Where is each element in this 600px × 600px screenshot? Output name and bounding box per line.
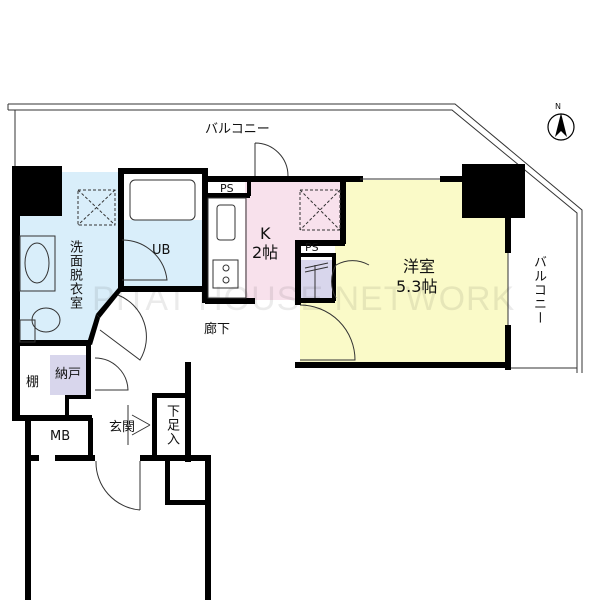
sink — [19, 235, 56, 292]
ps-closet-floor — [300, 260, 332, 298]
compass-icon — [547, 113, 575, 141]
shoe-closet-label: 下足入 — [163, 404, 179, 446]
kitchen-size-label: 2帖 — [252, 243, 279, 262]
corridor-label: 廊下 — [204, 322, 231, 337]
toilet — [19, 319, 36, 343]
ps-top-label: PS — [220, 182, 234, 195]
washroom-label: 洗面脱衣室 — [66, 240, 82, 310]
unit-bath-floor — [122, 220, 202, 290]
western-room-size-label: 5.3帖 — [396, 277, 438, 296]
western-room-floor — [300, 180, 508, 365]
meter-box-label: MB — [50, 429, 71, 444]
entrance-label: 玄関 — [109, 420, 136, 435]
kitchen-sink — [216, 204, 236, 241]
storage-label: 納戸 — [55, 367, 82, 382]
storage-floor — [50, 355, 88, 395]
fridge-space — [299, 189, 341, 231]
kitchen-label: K — [260, 224, 271, 243]
ps-mid-label: PS — [305, 241, 319, 254]
western-room-label: 洋室 — [403, 257, 436, 276]
balcony-outline — [7, 103, 583, 373]
compass-label: N — [555, 102, 561, 111]
walls — [12, 164, 525, 600]
balcony-right-label: バルコニー — [530, 255, 546, 325]
watermark: PITAT HOUSE NETWORK — [92, 280, 516, 318]
shelf-label: 棚 — [26, 375, 40, 390]
fixtures — [19, 179, 341, 343]
unit-bath-label: UB — [152, 243, 171, 258]
doors — [94, 142, 509, 511]
balcony-top-label: バルコニー — [205, 122, 270, 137]
bathtub — [129, 179, 196, 221]
washer-pan — [77, 189, 116, 226]
stove — [212, 259, 239, 289]
